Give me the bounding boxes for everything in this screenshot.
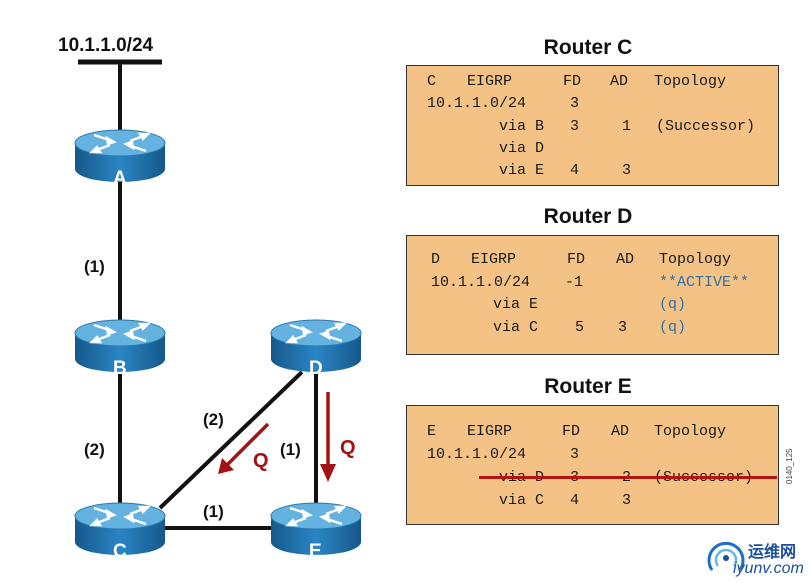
query-arrow-d-to-c [224,422,270,468]
network-prefix-label: 10.1.1.0/24 [58,35,154,56]
router-e-label: E [309,541,322,562]
watermark-url: iyunv.com [733,560,804,577]
router-e-title: Router E [544,375,632,398]
route-fd: 4 [570,492,580,509]
router-c-title: Router C [543,36,633,59]
table-header-protocol: EIGRP [467,423,513,440]
table-header-protocol: EIGRP [471,251,517,268]
route-query-flag: (q) [659,319,687,336]
watermark-logo-icon [707,541,745,571]
router-c-label: C [113,541,127,562]
router-d-topology-table: D EIGRP FD AD Topology 10.1.1.0/24 -1 **… [406,235,779,355]
router-e: E [269,501,363,562]
route-ad: 3 [622,162,632,179]
table-header-topology: Topology [654,73,727,90]
route-ad: 3 [618,319,628,336]
table-header-ad: AD [616,251,635,268]
route-query-flag: (q) [659,296,687,313]
route-prefix-fd: -1 [565,274,584,291]
router-a: A [73,128,167,189]
route-via: via E [493,296,539,313]
table-header-topology: Topology [654,423,727,440]
table-header-router: E [427,423,437,440]
query-arrowhead-d-to-c [218,458,234,474]
route-prefix: 10.1.1.0/24 [427,95,527,112]
table-header-ad: AD [610,73,629,90]
router-d-title: Router D [543,205,633,228]
router-b-label: B [113,358,127,379]
table-header-router: C [427,73,437,90]
route-via: via E [499,162,545,179]
watermark-brand: 运维网 [748,544,797,561]
router-d: D [269,318,363,379]
table-header-fd: FD [567,251,586,268]
link-c-d [158,370,304,510]
router-a-label: A [113,168,127,189]
link-cost-b-c: (2) [84,440,105,459]
route-fd: 5 [575,319,585,336]
link-cost-c-d: (2) [203,410,224,429]
table-header-ad: AD [611,423,630,440]
route-ad: 3 [622,492,632,509]
strikethrough-line [479,476,777,479]
table-header-topology: Topology [659,251,732,268]
route-via: via B [499,118,545,135]
route-ad: 1 [622,118,632,135]
route-fd: 3 [570,118,580,135]
route-via: via C [493,319,539,336]
query-label-d-to-e: Q [340,437,356,459]
query-label-d-to-c: Q [253,450,269,472]
query-arrowhead-d-to-e [320,464,336,482]
route-via: via D [499,140,545,157]
route-prefix-fd: 3 [570,446,580,463]
link-cost-a-b: (1) [84,257,105,276]
router-c-topology-table: C EIGRP FD AD Topology 10.1.1.0/24 3 via… [406,65,779,186]
route-prefix-fd: 3 [570,95,580,112]
router-b: B [73,318,167,379]
route-via: via C [499,492,545,509]
route-topology: (Successor) [656,118,756,135]
table-header-fd: FD [562,423,581,440]
figure-code: 0140_125 [785,448,794,484]
link-cost-c-e: (1) [203,502,224,521]
route-active-status: **ACTIVE** [659,274,750,291]
router-d-label: D [309,358,323,379]
router-c: C [73,501,167,562]
route-prefix: 10.1.1.0/24 [431,274,531,291]
router-e-topology-table: E EIGRP FD AD Topology 10.1.1.0/24 3 via… [406,405,779,525]
link-cost-d-e: (1) [280,440,301,459]
table-header-protocol: EIGRP [467,73,513,90]
route-prefix: 10.1.1.0/24 [427,446,527,463]
table-header-router: D [431,251,441,268]
table-header-fd: FD [563,73,582,90]
route-fd: 4 [570,162,580,179]
